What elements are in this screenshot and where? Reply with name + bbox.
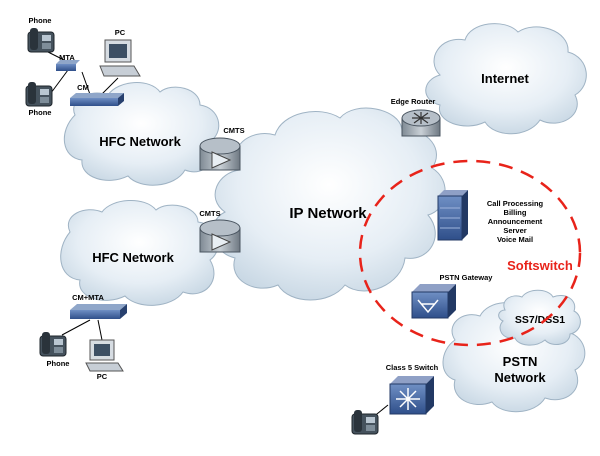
phone-top-icon bbox=[27, 28, 55, 53]
pc-top-label: PC bbox=[115, 28, 126, 37]
ip-network-cloud: IP Network bbox=[212, 107, 446, 301]
server-label-line3: Announcement bbox=[488, 217, 543, 226]
cmts-bottom-label: CMTS bbox=[199, 209, 220, 218]
cm-mta-device-icon bbox=[70, 304, 127, 319]
hfc-network-top-cloud: HFC Network bbox=[63, 82, 220, 186]
phone-bottom-icon bbox=[39, 332, 67, 357]
class5-switch-icon bbox=[389, 376, 434, 415]
ip-network-label: IP Network bbox=[289, 205, 367, 222]
mta-label: MTA bbox=[59, 53, 75, 62]
phone-bottom-label: Phone bbox=[47, 359, 70, 368]
cm-label: CM bbox=[77, 83, 89, 92]
cm-device-icon bbox=[70, 93, 124, 106]
hfc-network-bottom-cloud: HFC Network bbox=[60, 199, 219, 306]
cmts-bottom-icon bbox=[199, 219, 241, 253]
pstn-label-line2: Network bbox=[494, 370, 546, 385]
internet-cloud: Internet bbox=[425, 23, 587, 135]
class5-switch-label: Class 5 Switch bbox=[386, 363, 439, 372]
cm-mta-label: CM+MTA bbox=[72, 293, 104, 302]
mta-device-icon bbox=[56, 60, 80, 71]
edge-router-icon bbox=[401, 109, 441, 137]
pstn-label-line1: PSTN bbox=[503, 354, 538, 369]
ss7-cloud: SS7/DSS1 bbox=[498, 289, 581, 346]
cmts-top-label: CMTS bbox=[223, 126, 244, 135]
softswitch-label: Softswitch bbox=[507, 258, 573, 273]
server-label-block: Call Processing Billing Announcement Ser… bbox=[487, 199, 544, 244]
phone-top-label: Phone bbox=[29, 16, 52, 25]
server-icon bbox=[437, 190, 468, 241]
internet-label: Internet bbox=[481, 71, 529, 86]
ss7-label: SS7/DSS1 bbox=[515, 314, 565, 326]
pstn-gateway-label: PSTN Gateway bbox=[440, 273, 494, 282]
edge-router-label: Edge Router bbox=[391, 97, 436, 106]
cmts-top-icon bbox=[199, 137, 241, 171]
phone-mid-label: Phone bbox=[29, 108, 52, 117]
phone-mid-icon bbox=[25, 82, 53, 107]
hfc-network-bottom-label: HFC Network bbox=[92, 250, 174, 265]
pstn-gateway-icon bbox=[411, 284, 456, 319]
server-label-line1: Call Processing bbox=[487, 199, 544, 208]
pc-top-icon bbox=[99, 39, 141, 77]
softswitch-boundary bbox=[358, 159, 582, 347]
pc-bottom-icon bbox=[85, 339, 124, 372]
server-label-line2: Billing bbox=[504, 208, 527, 217]
phone-class5-icon bbox=[351, 410, 379, 435]
server-label-line4: Server bbox=[503, 226, 526, 235]
pc-bottom-label: PC bbox=[97, 372, 108, 381]
server-label-line5: Voice Mail bbox=[497, 235, 533, 244]
hfc-network-top-label: HFC Network bbox=[99, 134, 181, 149]
